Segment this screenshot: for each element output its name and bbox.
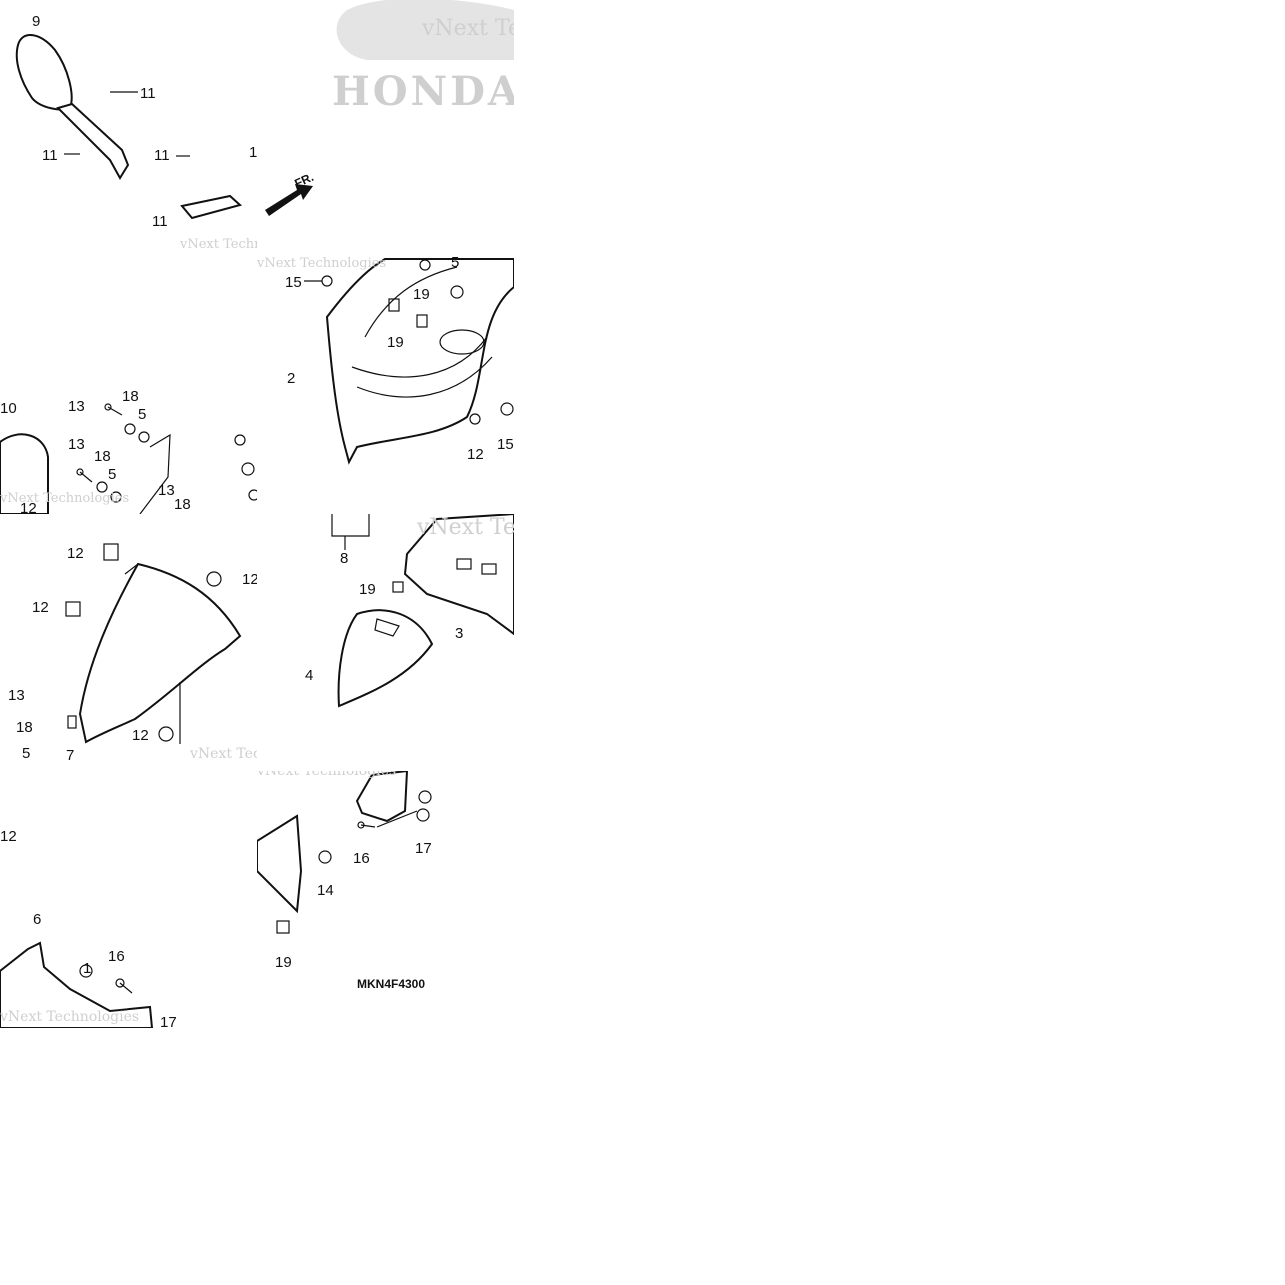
label-1: 1 <box>83 960 91 977</box>
tile-windscreen: vNext Technologies 12 12 12 12 13 18 5 7 <box>0 514 257 771</box>
front-arrow-icon <box>265 184 313 216</box>
label-16-a: 16 <box>108 948 125 965</box>
side-cowl-edge <box>0 433 49 514</box>
label-18-a: 18 <box>122 388 139 405</box>
inner-bracket-part <box>403 514 514 636</box>
label-18-d: 18 <box>16 719 33 736</box>
stay-bracket-part <box>355 771 409 823</box>
label-13-c: 13 <box>158 482 175 499</box>
label-11-c: 11 <box>154 147 170 164</box>
tile-inner-panel: vNext Technologies 8 19 3 4 <box>257 514 514 771</box>
tile-side-stay: vNext Technologies 16 17 14 19 MKN4F4300 <box>257 771 514 1028</box>
label-8: 8 <box>340 550 348 567</box>
brand-watermark: HONDA <box>332 68 514 115</box>
tile-lower-bracket: vNext Technologies 12 6 1 16 17 <box>0 771 257 1028</box>
watermark-text-c: vNext Technologies <box>0 491 129 506</box>
label-13-d: 13 <box>8 687 25 704</box>
label-15-a: 15 <box>285 274 302 291</box>
tile-side-bolts: vNext Technologies 10 13 18 5 13 18 5 13… <box>0 257 257 514</box>
front-arrow-label: FR. <box>292 170 315 191</box>
label-11-d: 11 <box>152 213 168 230</box>
label-9: 9 <box>32 13 40 30</box>
label-16-b: 16 <box>353 850 370 867</box>
brand-wing-shape <box>336 0 514 60</box>
label-13-b: 13 <box>68 436 85 453</box>
label-5-a: 5 <box>138 406 146 423</box>
label-13-a: 13 <box>68 398 85 415</box>
label-18-c: 18 <box>174 496 191 513</box>
label-12-a: 12 <box>20 500 37 514</box>
windscreen-part <box>78 562 242 744</box>
mirror-part <box>15 34 73 111</box>
watermark-text-h: vNext Technologies <box>257 771 396 779</box>
tile-upper-cowl: vNext Technologies 15 5 19 19 2 12 15 <box>257 257 514 514</box>
label-5-d: 5 <box>22 745 30 762</box>
label-19-c: 19 <box>359 581 376 598</box>
label-12-g: 12 <box>0 828 17 845</box>
label-12-d: 12 <box>242 571 257 588</box>
tile-brand: HONDA vNext Technologies FR. <box>257 0 514 257</box>
label-12-c: 12 <box>67 545 84 562</box>
label-5-b: 5 <box>108 466 116 483</box>
watermark-text-e: vNext Technologies <box>189 746 257 762</box>
watermark-text-f: vNext Technologies <box>416 515 514 540</box>
watermark-text-d: vNext Technologies <box>257 257 386 271</box>
label-17-a: 17 <box>160 1014 177 1028</box>
label-19-b: 19 <box>387 334 404 351</box>
label-11-b: 11 <box>42 147 58 164</box>
lower-bracket-part <box>0 941 154 1028</box>
label-12-f: 12 <box>132 727 149 744</box>
mirror-bracket <box>180 194 243 220</box>
watermark-text-b: vNext Technologies <box>421 16 514 41</box>
label-19-d: 19 <box>275 954 292 971</box>
label-3: 3 <box>455 625 463 642</box>
mirror-stem <box>56 102 130 180</box>
label-12-b: 12 <box>467 446 484 463</box>
label-4: 4 <box>305 667 313 684</box>
label-7: 7 <box>66 747 74 764</box>
watermark-text-a: vNext Technologies <box>179 237 257 252</box>
label-17-b: 17 <box>415 840 432 857</box>
label-15-b: 15 <box>497 436 514 453</box>
label-19-a: 19 <box>413 286 430 303</box>
watermark-text-g: vNext Technologies <box>0 1009 139 1025</box>
label-11-a: 11 <box>140 85 156 102</box>
side-panel-part <box>257 814 303 914</box>
label-6: 6 <box>33 911 41 928</box>
label-18-b: 18 <box>94 448 111 465</box>
label-5-c: 5 <box>451 257 459 271</box>
lower-cover-part <box>337 609 434 708</box>
label-14: 14 <box>317 882 334 899</box>
label-10-partial: 10 <box>249 144 257 161</box>
label-2: 2 <box>287 370 295 387</box>
tile-mirror: vNext Technologies 9 11 11 11 11 10 <box>0 0 257 257</box>
upper-cowl-part <box>325 258 514 465</box>
label-10: 10 <box>0 400 17 417</box>
label-12-e: 12 <box>32 599 49 616</box>
diagram-code: MKN4F4300 <box>357 977 425 991</box>
